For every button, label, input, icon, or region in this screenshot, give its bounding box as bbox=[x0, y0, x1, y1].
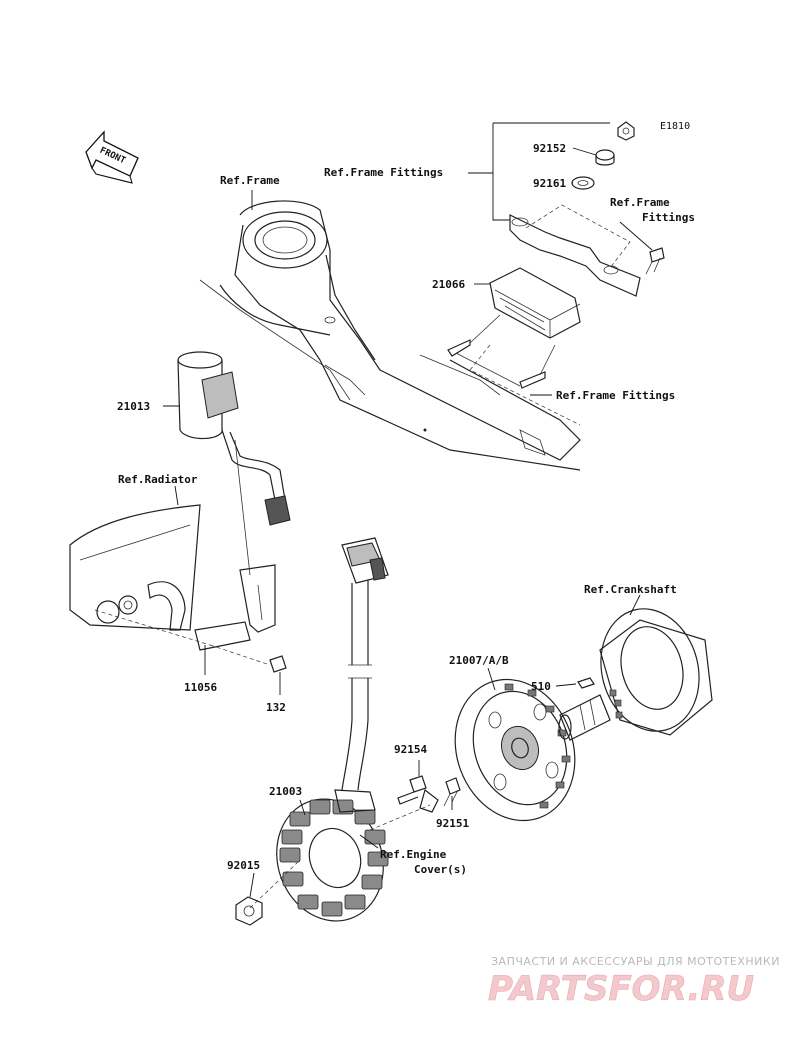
label-ref-frame: Ref.Frame bbox=[220, 174, 280, 187]
part-number-92161: 92161 bbox=[533, 177, 566, 190]
label-ref-frame-fittings-right-1: Ref.Frame bbox=[610, 196, 670, 209]
watermark-logo: ЗАПЧАСТИ И АКСЕССУАРЫ ДЛЯ МОТОТЕХНИКИ PA… bbox=[488, 955, 780, 1009]
rotor-flywheel bbox=[454, 678, 576, 822]
woodruff-key-510 bbox=[577, 677, 595, 689]
ignition-coil bbox=[177, 351, 291, 576]
part-number-92154: 92154 bbox=[394, 743, 427, 756]
label-ref-radiator: Ref.Radiator bbox=[118, 473, 198, 486]
part-number-92015: 92015 bbox=[227, 859, 260, 872]
part-number-11056: 11056 bbox=[184, 681, 217, 694]
frame-fittings-group bbox=[447, 121, 665, 426]
label-ref-frame-fittings-right-2: Fittings bbox=[642, 211, 695, 224]
front-arrow-icon: FRONT bbox=[85, 130, 139, 184]
diagram-code: E1810 bbox=[660, 121, 690, 132]
stator bbox=[249, 789, 431, 922]
stator-wiring bbox=[341, 537, 389, 791]
part-number-21003: 21003 bbox=[269, 785, 302, 798]
part-number-21066: 21066 bbox=[432, 278, 465, 291]
bolt-92154 bbox=[397, 775, 439, 813]
label-ref-engine-cover-1: Ref.Engine bbox=[380, 848, 447, 861]
part-number-92152: 92152 bbox=[533, 142, 566, 155]
label-ref-frame-fittings-bottom: Ref.Frame Fittings bbox=[556, 389, 675, 402]
part-number-132: 132 bbox=[266, 701, 286, 714]
watermark-subtitle: ЗАПЧАСТИ И АКСЕССУАРЫ ДЛЯ МОТОТЕХНИКИ bbox=[491, 955, 780, 968]
crankshaft-illustration bbox=[558, 608, 713, 741]
label-ref-crankshaft: Ref.Crankshaft bbox=[584, 583, 677, 596]
part-number-510: 510 bbox=[531, 680, 551, 693]
part-number-92151: 92151 bbox=[436, 817, 469, 830]
watermark-brand: PARTSFOR.RU bbox=[488, 969, 754, 1009]
label-ref-engine-cover-2: Cover(s) bbox=[414, 863, 467, 876]
label-ref-frame-fittings-top: Ref.Frame Fittings bbox=[324, 166, 443, 179]
radiator-illustration bbox=[69, 504, 287, 673]
part-number-21007: 21007/A/B bbox=[449, 654, 509, 667]
bolt-92151 bbox=[443, 777, 461, 807]
frame-illustration bbox=[199, 200, 581, 471]
nut-92015 bbox=[235, 896, 263, 926]
part-number-21013: 21013 bbox=[117, 400, 150, 413]
